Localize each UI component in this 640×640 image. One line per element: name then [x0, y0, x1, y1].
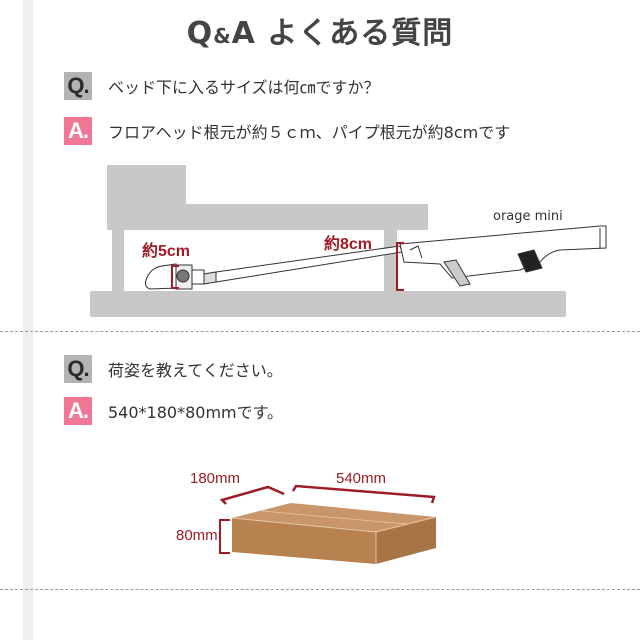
section-divider: [0, 331, 640, 332]
dimension-line-width: [291, 484, 436, 504]
page-title: Q&A よくある質問: [0, 8, 640, 52]
bed-frame: [107, 165, 428, 230]
dimension-bracket-pipe: [396, 242, 404, 291]
question-2: Q. 荷姿を教えてください。: [64, 355, 283, 383]
answer-badge: A.: [64, 117, 92, 145]
answer-text: フロアヘッド根元が約５ｃｍ、パイプ根元が約8cmです: [108, 123, 511, 142]
label-height: 80mm: [176, 527, 218, 544]
bed-leg-right: [384, 230, 397, 292]
bed-leg-left: [112, 230, 124, 292]
question-text: ベッド下に入るサイズは何㎝ですか？: [108, 78, 380, 97]
answer-2: A. 540*180*80mmです。: [64, 397, 283, 425]
answer-1: A. フロアヘッド根元が約５ｃｍ、パイプ根元が約8cmです: [64, 117, 510, 145]
title-text: よくある質問: [255, 16, 454, 51]
product-name: orage mini: [493, 209, 563, 224]
section-divider: [0, 589, 640, 590]
question-badge: Q.: [64, 72, 92, 100]
label-depth: 180mm: [190, 470, 241, 487]
title-q: Q: [186, 16, 214, 51]
label-width: 540mm: [336, 470, 387, 487]
floor: [90, 291, 566, 317]
vacuum-illustration: [145, 225, 607, 290]
bed-clearance-diagram: [90, 165, 607, 317]
title-ampersand: &: [213, 24, 232, 48]
question-text: 荷姿を教えてください。: [108, 361, 283, 380]
title-a: A: [231, 16, 256, 51]
dimension-line-depth: [219, 485, 285, 505]
answer-badge: A.: [64, 397, 92, 425]
answer-text: 540*180*80mmです。: [108, 403, 284, 422]
box-tape: [261, 510, 407, 525]
dimension-bracket-head: [171, 265, 179, 289]
dimension-bracket-height: [219, 519, 230, 554]
question-badge: Q.: [64, 355, 92, 383]
label-pipe-height: 約8cm: [324, 236, 373, 253]
question-1: Q. ベッド下に入るサイズは何㎝ですか？: [64, 72, 380, 100]
left-margin-stripe: [23, 0, 33, 640]
label-head-height: 約5cm: [142, 243, 191, 260]
box-front: [232, 518, 376, 564]
